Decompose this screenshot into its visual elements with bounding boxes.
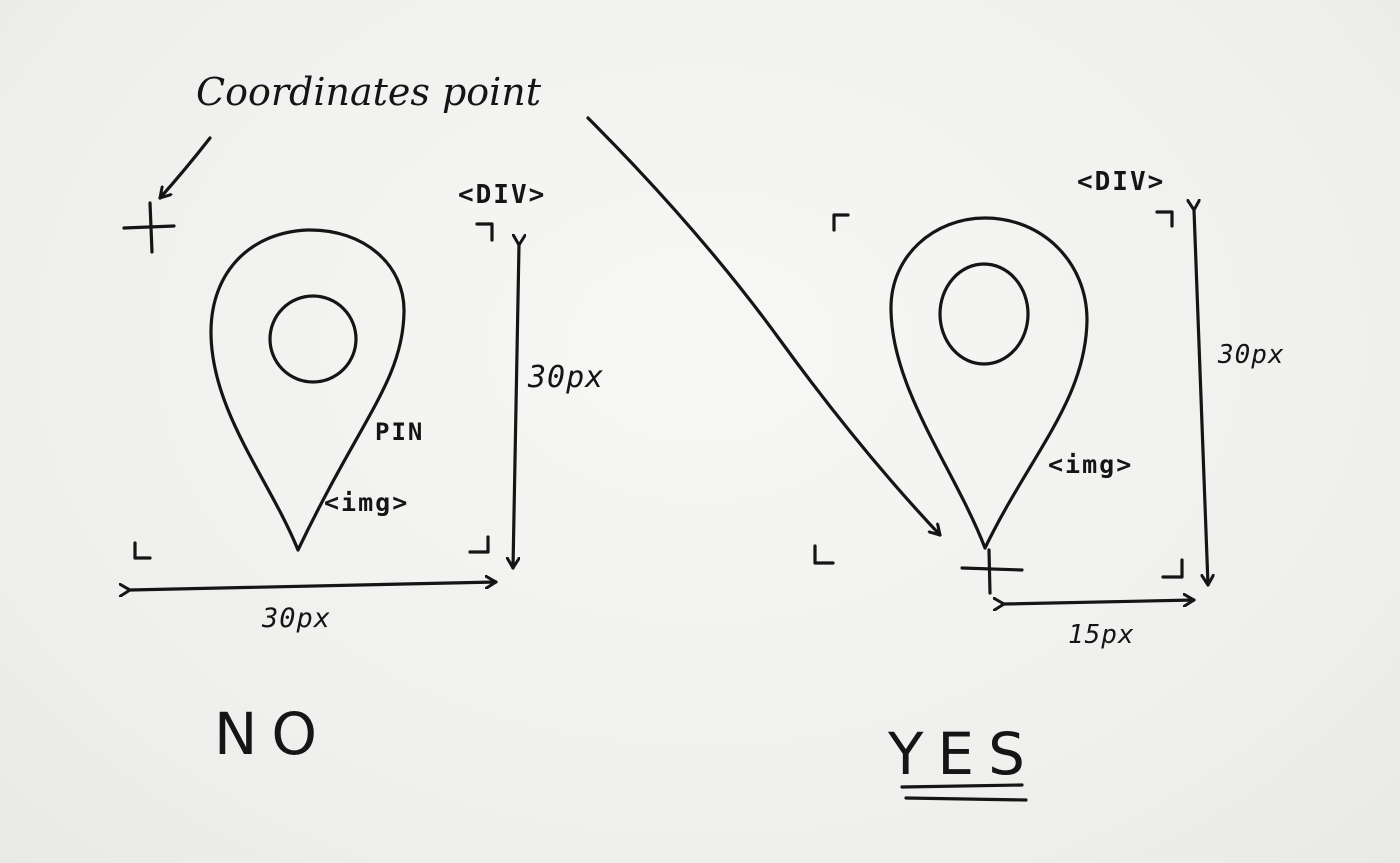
right-offset-arrow xyxy=(1004,600,1196,604)
coordinates-point-annotation: Coordinates point xyxy=(196,70,542,114)
annotation-arrow-right xyxy=(586,116,942,537)
right-height-label: 30px xyxy=(1218,340,1285,370)
left-div-tag: <DIV> xyxy=(458,180,547,210)
right-div-tag: <DIV> xyxy=(1077,167,1166,197)
left-pin-label: PIN xyxy=(375,418,425,446)
left-pin-hole xyxy=(268,294,358,384)
left-div-corners xyxy=(133,222,494,560)
left-height-arrow xyxy=(513,245,519,570)
left-width-arrow xyxy=(130,582,498,590)
annotation-arrow-left xyxy=(158,136,212,200)
verdict-no: NO xyxy=(214,700,332,768)
left-coordinate-cross xyxy=(122,201,176,254)
right-pin-outline xyxy=(889,216,1089,550)
verdict-yes: YES xyxy=(888,720,1039,788)
left-img-tag: <img> xyxy=(324,488,410,517)
right-coordinate-cross xyxy=(960,548,1024,595)
right-div-corners xyxy=(813,210,1184,579)
right-img-tag: <img> xyxy=(1048,450,1134,479)
right-pin-hole xyxy=(938,262,1030,366)
left-height-label: 30px xyxy=(528,360,605,395)
left-pin-outline xyxy=(209,228,406,552)
left-width-label: 30px xyxy=(262,603,332,634)
yes-underline xyxy=(900,783,1028,802)
right-height-arrow xyxy=(1194,210,1208,587)
right-offset-label: 15px xyxy=(1068,620,1135,650)
